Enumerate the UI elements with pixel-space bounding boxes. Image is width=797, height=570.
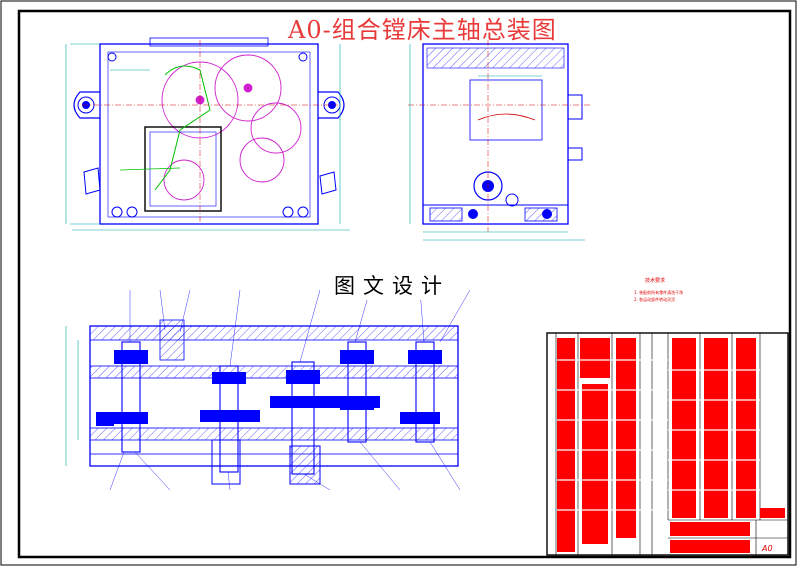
bill-of-materials [546,332,789,556]
sheet-size-code: A0 [762,544,773,553]
inner-frame [17,9,792,559]
tech-note-line-2: 2. 各运动部件转动灵活 [634,297,676,302]
section-view [65,289,471,491]
front-view [65,37,350,231]
drawing-title: A0-组合镗床主轴总装图 [288,16,557,44]
tech-notes-heading: 技术要求 [645,278,666,284]
tech-note-line-1: 1. 装配前所有零件清洗干净 [634,290,684,295]
side-view [408,40,590,241]
watermark-text: 图文设计 [330,270,454,300]
